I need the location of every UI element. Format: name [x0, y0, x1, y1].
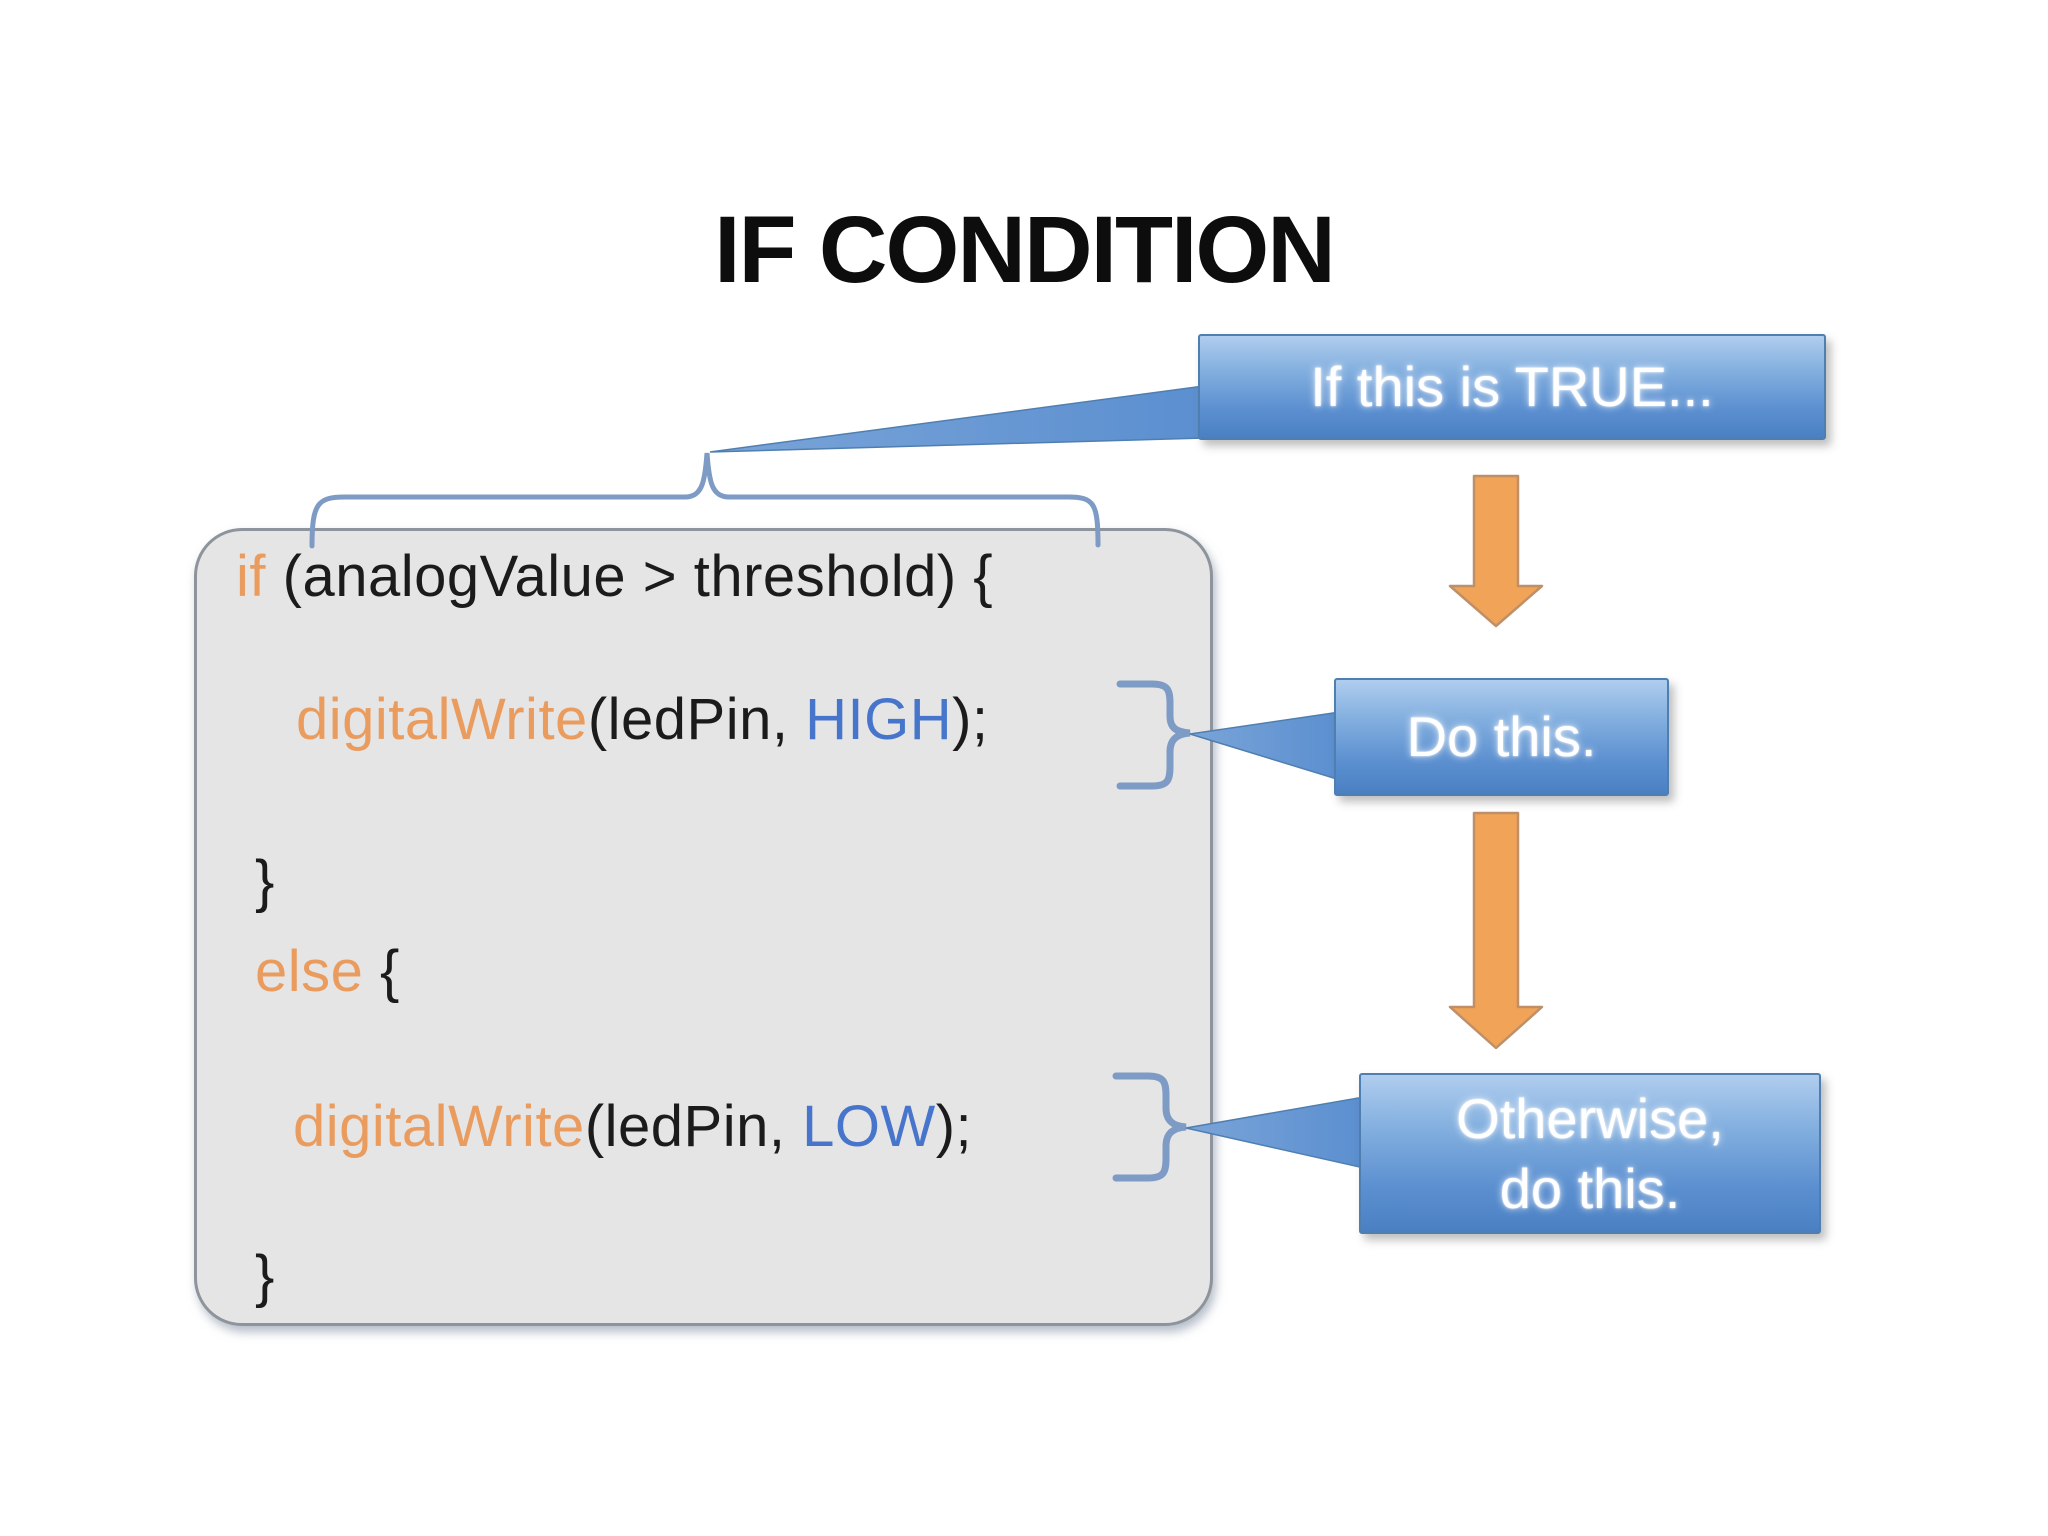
code-line-close-brace: }: [255, 1248, 275, 1306]
code-text: (ledPin,: [587, 687, 806, 752]
code-text: {: [380, 939, 400, 1004]
orange-down-arrow-icon: [1448, 474, 1544, 628]
code-keyword-else: else: [255, 939, 381, 1004]
code-keyword-if: if: [236, 544, 283, 609]
code-line-close-brace: }: [255, 853, 275, 911]
callout-tail-true: [709, 385, 1205, 453]
orange-down-arrow-icon: [1448, 811, 1544, 1050]
code-text: (analogValue > threshold) {: [282, 544, 994, 609]
code-text: }: [255, 1244, 275, 1309]
code-line-digitalwrite-low: digitalWrite(ledPin, LOW);: [293, 1098, 972, 1156]
callout-label-line2: do this.: [1499, 1156, 1681, 1220]
code-text: );: [952, 687, 989, 752]
callout-if-true: If this is TRUE...: [1198, 334, 1826, 440]
code-keyword-digitalwrite: digitalWrite: [293, 1094, 585, 1159]
code-text: }: [255, 849, 275, 914]
callout-otherwise-do-this: Otherwise, do this.: [1359, 1073, 1821, 1234]
code-keyword-digitalwrite: digitalWrite: [296, 687, 588, 752]
callout-label-line1: Otherwise,: [1456, 1086, 1724, 1150]
code-block: if (analogValue > threshold) { digitalWr…: [194, 528, 1213, 1326]
callout-label: If this is TRUE...: [1310, 355, 1714, 418]
code-line-else: else {: [255, 943, 400, 1001]
code-constant-low: LOW: [802, 1094, 936, 1159]
code-constant-high: HIGH: [805, 687, 953, 752]
code-line-if: if (analogValue > threshold) {: [236, 548, 993, 606]
page-title: IF CONDITION: [714, 197, 1336, 303]
code-text: );: [935, 1094, 973, 1159]
code-line-digitalwrite-high: digitalWrite(ledPin, HIGH);: [296, 691, 989, 749]
code-text: (ledPin,: [584, 1094, 803, 1159]
callout-do-this: Do this.: [1334, 678, 1669, 796]
callout-label: Do this.: [1406, 705, 1597, 768]
